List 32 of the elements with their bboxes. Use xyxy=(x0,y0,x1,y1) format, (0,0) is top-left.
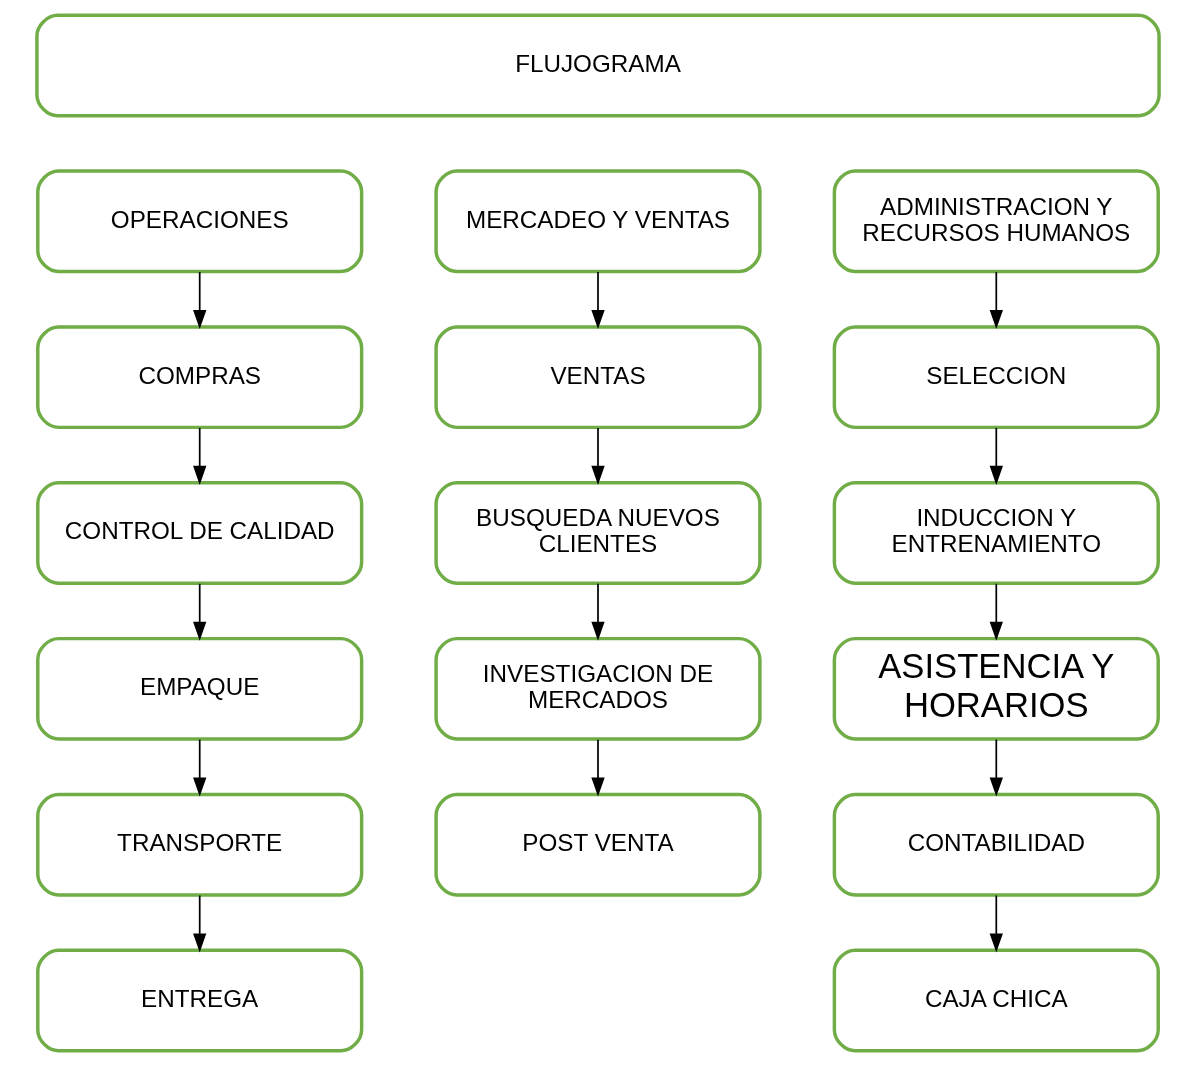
arrow xyxy=(989,738,1003,797)
node-box: ASISTENCIA Y HORARIOS xyxy=(832,636,1160,741)
node-box: POST VENTA xyxy=(433,792,762,897)
node-box: ADMINISTRACION Y RECURSOS HUMANOS xyxy=(832,169,1160,274)
arrow xyxy=(192,894,206,953)
arrow xyxy=(192,582,206,641)
arrow xyxy=(989,582,1003,641)
node-box: MERCADEO Y VENTAS xyxy=(433,169,762,274)
node-box: COMPRAS xyxy=(35,325,363,430)
node-box: INDUCCION Y ENTRENAMIENTO xyxy=(832,481,1160,585)
arrow xyxy=(989,271,1003,330)
node-box: EMPAQUE xyxy=(35,636,363,741)
arrow xyxy=(192,738,206,797)
node-box: CAJA CHICA xyxy=(832,948,1160,1053)
arrow xyxy=(590,582,605,641)
node-box: TRANSPORTE xyxy=(35,792,363,897)
node-box: CONTROL DE CALIDAD xyxy=(35,481,363,585)
node-box: CONTABILIDAD xyxy=(832,792,1160,897)
arrow xyxy=(192,427,206,485)
arrow xyxy=(989,427,1003,485)
node-box: INVESTIGACION DE MERCADOS xyxy=(433,636,762,741)
arrow xyxy=(590,738,605,797)
node-box: SELECCION xyxy=(832,325,1160,430)
arrow xyxy=(590,271,605,330)
node-box: VENTAS xyxy=(433,325,762,430)
arrow xyxy=(192,271,206,330)
node-box: ENTREGA xyxy=(35,948,363,1053)
arrow xyxy=(989,894,1003,953)
node-box: BUSQUEDA NUEVOS CLIENTES xyxy=(433,481,762,585)
arrow xyxy=(590,427,605,485)
node-box: OPERACIONES xyxy=(35,169,363,274)
node-box: FLUJOGRAMA xyxy=(34,13,1161,118)
